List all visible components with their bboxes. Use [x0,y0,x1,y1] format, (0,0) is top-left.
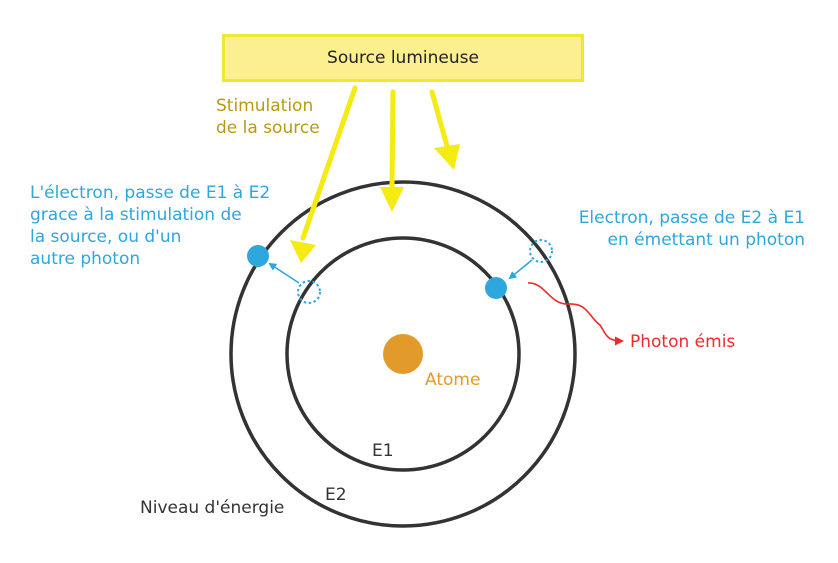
light-source-box: Source lumineuse [222,34,584,82]
level-e1-label: E1 [372,441,394,461]
emission-line: en émettant un photon [607,230,805,250]
stimulation-line: de la source [216,118,320,138]
energy-level-caption: Niveau d'énergie [140,498,285,518]
photon-wave [527,282,624,346]
stimulation-label: Stimulation de la source [216,95,320,139]
stimulation-arrow-right [429,89,450,149]
electron-right [485,277,507,299]
orbit-e1 [285,236,521,472]
atom-nucleus [383,334,423,374]
excitation-line: L'électron, passe de E1 à E2 [30,183,271,203]
electron-ghost-right [529,239,553,263]
orbit-e2 [229,180,577,528]
excitation-line: autre photon [30,249,141,269]
electron-left [247,245,269,267]
electron-arrow-left [268,262,300,284]
photon-label: Photon émis [630,332,736,352]
electron-arrow-right [508,259,533,280]
atom-label: Atome [425,370,481,390]
stimulation-line: Stimulation [216,96,314,116]
excitation-explanation: L'électron, passe de E1 à E2 grace à la … [30,182,270,270]
level-e2-label: E2 [325,485,347,505]
stimulation-arrows [290,85,460,263]
emission-line: Electron, passe de E2 à E1 [578,208,805,228]
emission-explanation: Electron, passe de E2 à E1 en émettant u… [545,207,805,251]
excitation-line: grace à la stimulation de [30,205,242,225]
light-source-label: Source lumineuse [327,48,479,68]
electron-ghost-left [297,280,321,304]
stimulation-arrow-center [389,89,396,189]
excitation-line: la source, ou d'un [30,227,182,247]
stimulation-arrow-left [300,85,358,241]
